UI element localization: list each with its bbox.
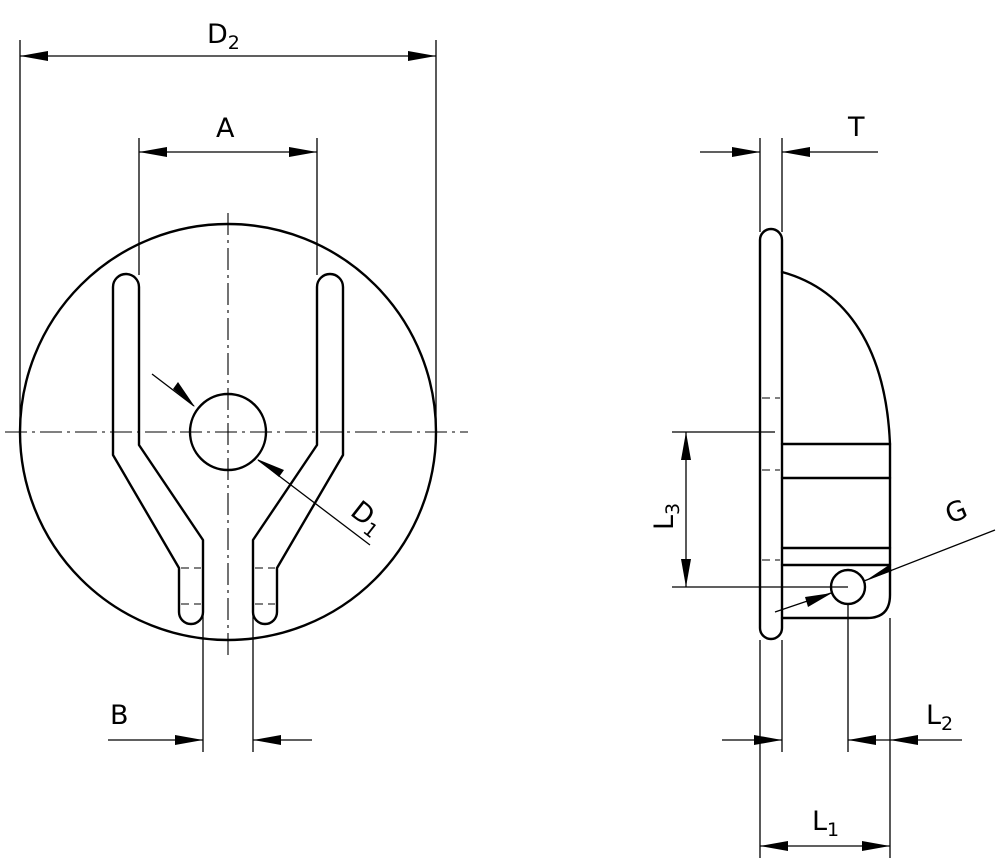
- left-spring-slot: [111, 272, 205, 626]
- label-a: A: [216, 113, 235, 144]
- front-view: [5, 213, 468, 660]
- dimension-d2: D2: [19, 19, 437, 432]
- label-t: T: [847, 112, 865, 143]
- label-l3: L3: [649, 503, 684, 530]
- dimension-l2: L2: [847, 605, 962, 858]
- side-dome: [780, 270, 892, 620]
- dimension-a: A: [138, 113, 318, 275]
- label-l1: L1: [812, 806, 839, 841]
- right-spring-slot: [251, 272, 345, 626]
- label-l2: L2: [926, 700, 953, 735]
- label-b: B: [110, 700, 129, 731]
- label-d1: D1: [342, 495, 389, 543]
- side-plate: [758, 227, 784, 641]
- label-g: G: [941, 494, 972, 531]
- label-d2: D2: [207, 19, 240, 54]
- dimension-l1: L1: [722, 640, 890, 858]
- dimension-b: B: [108, 612, 312, 752]
- side-view: [758, 227, 892, 641]
- dimension-t: T: [700, 112, 878, 232]
- dimension-g: G: [774, 494, 996, 613]
- dimension-l3: L3: [649, 431, 848, 588]
